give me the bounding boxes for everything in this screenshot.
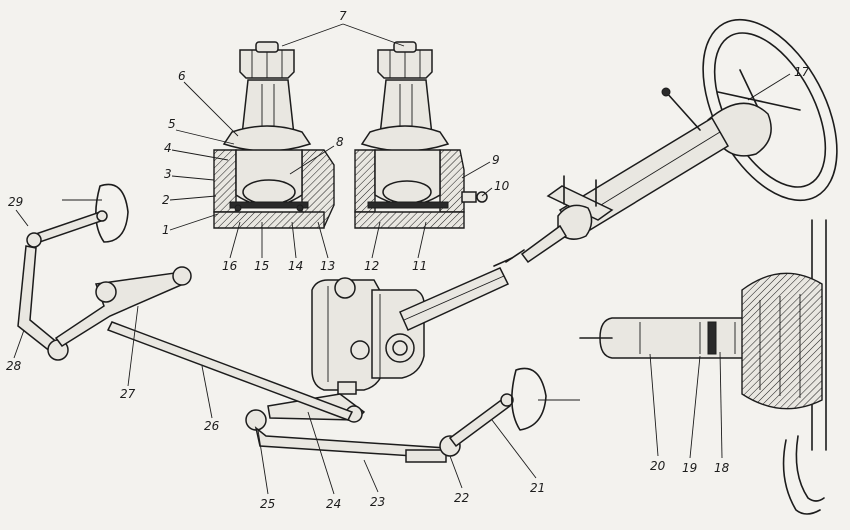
callout-26: 26 xyxy=(204,419,220,433)
callout-28: 28 xyxy=(6,359,22,373)
callout-15: 15 xyxy=(254,259,269,273)
callout-4: 4 xyxy=(164,141,172,155)
column-cutaway xyxy=(579,219,827,515)
callout-1: 1 xyxy=(162,223,170,237)
callout-10: 10 xyxy=(494,179,510,193)
callout-20: 20 xyxy=(650,459,666,473)
steering-wheel-column xyxy=(505,18,838,264)
callout-3: 3 xyxy=(164,167,172,181)
callout-labels: 7 6 5 4 3 2 1 8 9 10 16 15 14 13 12 11 1… xyxy=(6,9,810,511)
callout-18: 18 xyxy=(714,461,730,475)
ball-joint-left xyxy=(213,41,335,229)
callout-8: 8 xyxy=(336,135,344,149)
callout-24: 24 xyxy=(326,497,341,511)
callout-19: 19 xyxy=(682,461,697,475)
callout-23: 23 xyxy=(370,495,385,509)
callout-13: 13 xyxy=(320,259,335,273)
callout-2: 2 xyxy=(162,193,170,207)
callout-22: 22 xyxy=(454,491,469,505)
callout-21: 21 xyxy=(530,481,545,495)
leader-lines xyxy=(13,23,791,495)
callout-17: 17 xyxy=(794,65,810,79)
callout-14: 14 xyxy=(288,259,303,273)
callout-5: 5 xyxy=(168,117,176,131)
callout-29: 29 xyxy=(8,195,23,209)
steering-linkage xyxy=(17,183,580,463)
callout-6: 6 xyxy=(178,69,186,83)
ball-joint-right xyxy=(354,41,488,229)
callout-16: 16 xyxy=(222,259,238,273)
callout-12: 12 xyxy=(364,259,379,273)
callout-27: 27 xyxy=(120,387,136,401)
callout-7: 7 xyxy=(339,9,347,23)
callout-9: 9 xyxy=(492,153,500,167)
callout-11: 11 xyxy=(412,259,427,273)
callout-25: 25 xyxy=(260,497,275,511)
